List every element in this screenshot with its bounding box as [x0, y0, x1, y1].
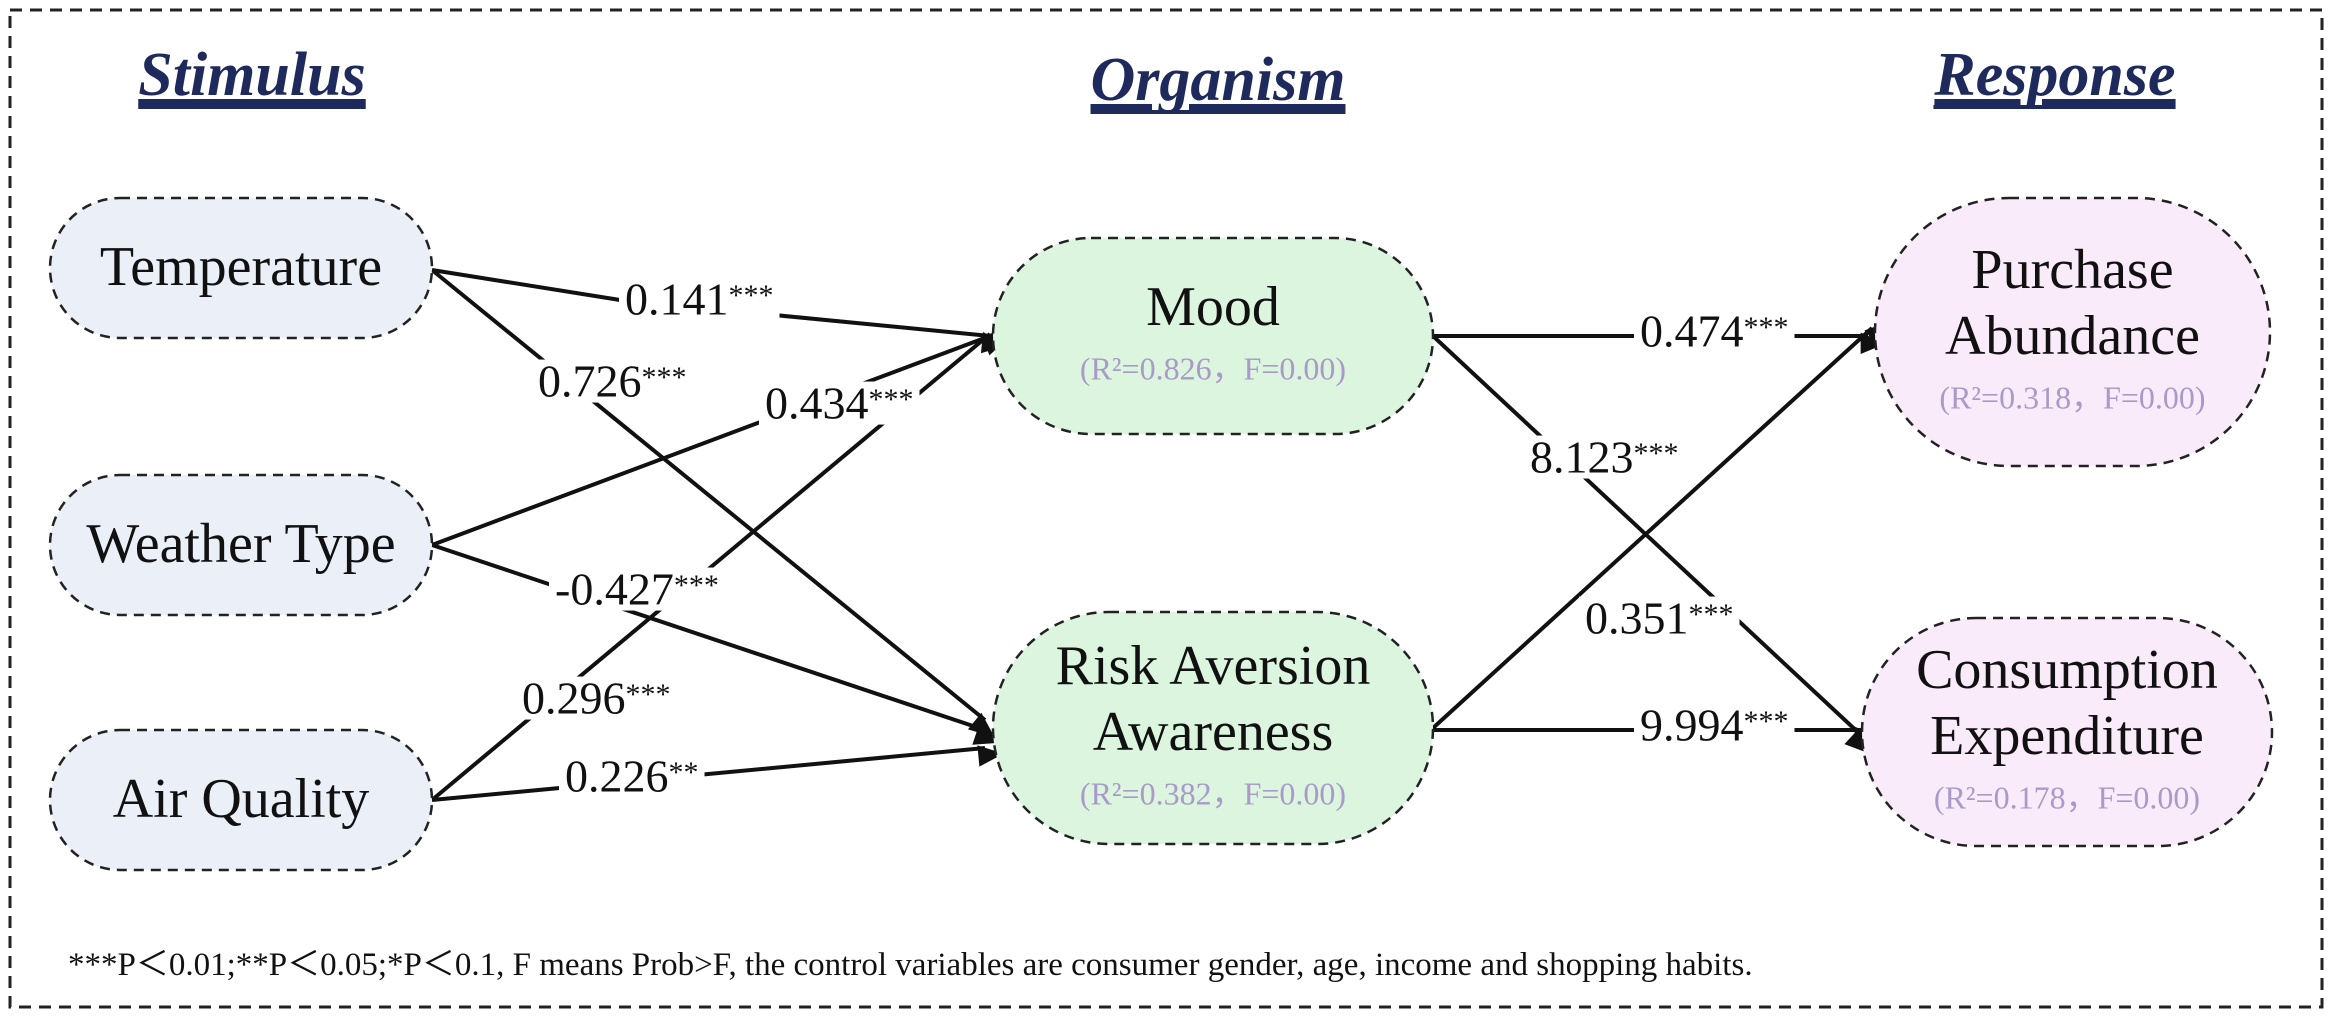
arrow-mood-to-consumption [1431, 334, 1871, 754]
significance-stars: *** [674, 569, 719, 602]
path-coefficients: 0.141*** 0.726*** 0.434*** -0.427*** 0.296**… [516, 274, 1795, 802]
significance-stars: *** [869, 383, 914, 416]
coef-label-mood-to-purchase: 0.474*** [1634, 306, 1795, 357]
node-risk-shape [991, 610, 1435, 846]
node-weather: Weather Type [48, 473, 434, 617]
node-temperature: Temperature [48, 196, 434, 340]
significance-stars: ** [669, 756, 699, 789]
node-risk-r2-stats: (R²=0.382，F=0.00) [1080, 775, 1346, 811]
coef-label-background [559, 754, 705, 798]
node-mood-label: Mood [1146, 276, 1280, 338]
coef-label-air-to-risk: 0.226** [559, 751, 705, 802]
coef-label-mood-to-consumption: 8.123*** [1524, 432, 1685, 483]
significance-stars: *** [1744, 705, 1789, 738]
significance-stars: *** [1744, 311, 1789, 344]
coef-label-background [619, 277, 780, 321]
node-purchase-label: Purchase [1971, 239, 2173, 301]
coef-label-background [759, 381, 920, 425]
arrow-weather-to-risk [431, 543, 1000, 745]
coef-label-temperature-to-risk: 0.726*** [532, 356, 693, 407]
node-weather-shape [48, 473, 434, 617]
node-purchase-r2-stats: (R²=0.318，F=0.00) [1939, 379, 2205, 415]
node-air: Air Quality [48, 728, 434, 872]
node-consumption-label: Consumption [1916, 639, 2218, 701]
significance-stars: *** [729, 279, 774, 312]
node-consumption-r2-stats: (R²=0.178，F=0.00) [1934, 779, 2200, 815]
node-mood-shape [991, 236, 1435, 436]
coef-label-risk-to-consumption: 9.994*** [1634, 700, 1795, 751]
coef-label-weather-to-mood: 0.434*** [759, 378, 920, 429]
coef-label-background [1634, 309, 1795, 353]
node-consumption-shape [1860, 616, 2274, 848]
header-stimulus: Stimulus [138, 41, 365, 109]
column-headers: Stimulus Organism Response [138, 41, 2176, 114]
node-air-shape [48, 728, 434, 872]
significance-stars: *** [1689, 598, 1734, 631]
node-mood-r2-stats: (R²=0.826，F=0.00) [1080, 350, 1346, 386]
node-temperature-label: Temperature [100, 236, 382, 298]
node-weather-label: Weather Type [86, 513, 395, 575]
coef-label-weather-to-risk: -0.427*** [549, 564, 725, 615]
arrow-temperature-to-risk [430, 268, 995, 738]
coef-label-temperature-to-mood: 0.141*** [619, 274, 780, 325]
node-purchase-shape [1873, 196, 2272, 468]
significance-stars: *** [626, 678, 671, 711]
node-risk-label: Awareness [1093, 701, 1334, 763]
coef-label-risk-to-purchase: 0.351*** [1579, 593, 1740, 644]
coef-label-background [1634, 703, 1795, 747]
significance-stars: *** [642, 361, 687, 394]
coef-label-background [1524, 435, 1685, 479]
node-mood: Mood (R²=0.826，F=0.00) [991, 236, 1435, 436]
node-temperature-shape [48, 196, 434, 340]
coef-label-background [1579, 596, 1740, 640]
coef-label-background [532, 359, 693, 403]
header-organism: Organism [1091, 46, 1346, 114]
node-air-label: Air Quality [113, 768, 370, 830]
node-purchase-label: Abundance [1945, 305, 2200, 367]
node-risk-label: Risk Aversion [1056, 635, 1371, 697]
significance-stars: *** [1634, 437, 1679, 470]
header-response: Response [1933, 41, 2175, 109]
coef-label-background [549, 567, 725, 611]
coef-value: 0.474*** [1640, 306, 1789, 357]
coef-label-background [516, 676, 677, 720]
arrow-air-to-risk [431, 745, 1004, 802]
significance-footnote: ***P＜0.01;**P＜0.05;*P＜0.1, F means Prob>… [68, 947, 1753, 983]
outer-frame [8, 8, 2324, 1009]
arrow-weather-to-mood [431, 334, 1010, 547]
coef-label-air-to-mood: 0.296*** [516, 673, 677, 724]
node-consumption-label: Expenditure [1930, 705, 2204, 767]
arrow-risk-to-purchase [1431, 321, 1891, 730]
